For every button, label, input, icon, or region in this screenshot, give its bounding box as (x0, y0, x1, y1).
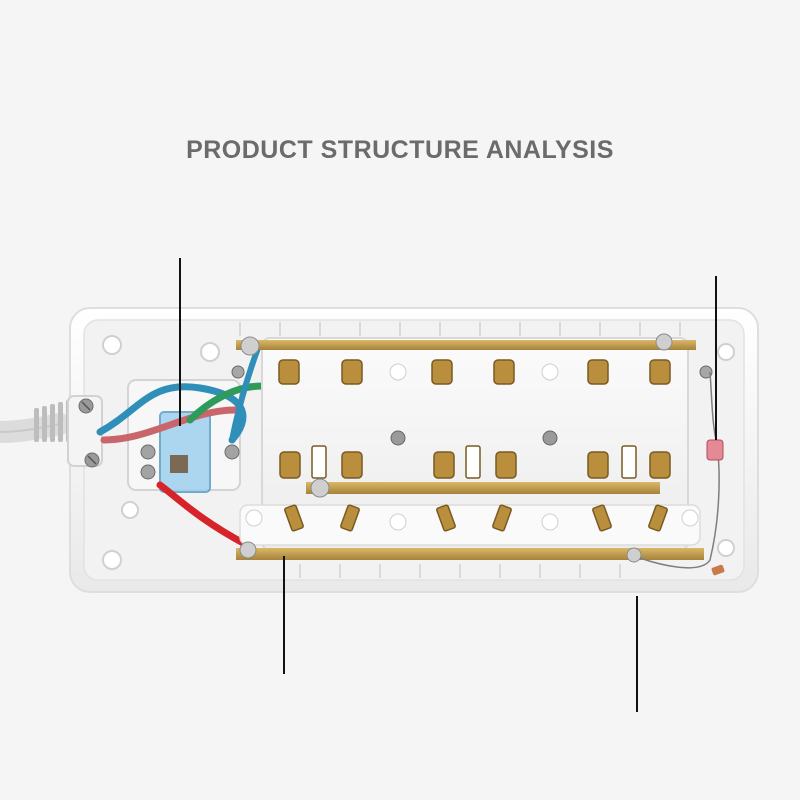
cord-clamp (67, 395, 103, 468)
indicator-circuit (639, 371, 725, 576)
callout-lines (179, 258, 717, 712)
top-row-sockets (278, 359, 671, 385)
solder-joints (239, 333, 673, 563)
wire-connector-block (127, 379, 241, 493)
middle-row-sockets (279, 445, 671, 479)
power-cord (0, 400, 71, 443)
page-title: PRODUCT STRUCTURE ANALYSIS (186, 136, 614, 164)
socket-plate (239, 337, 701, 551)
brass-conductor-strips (236, 340, 704, 560)
bottom-row-sockets (284, 504, 668, 532)
